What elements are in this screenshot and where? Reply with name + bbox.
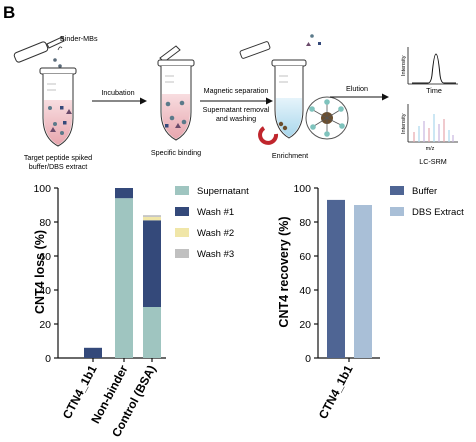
tube1-caption-line1: Target peptide spiked <box>24 153 92 162</box>
tube2-caption: Specific binding <box>151 148 201 157</box>
loss-bar-control-bsa-wash-1 <box>143 220 161 307</box>
binding-tube-icon <box>157 45 195 141</box>
panel-letter: B <box>3 3 15 22</box>
recovery-legend-label-buffer: Buffer <box>412 186 437 197</box>
recovery-bar-buffer <box>327 199 345 358</box>
loss-y-tick-label: 100 <box>33 183 51 195</box>
recovery-y-tick-label: 20 <box>299 319 311 331</box>
recovery-x-labels: CTN4_1b1 <box>316 363 356 422</box>
loss-legend-label-supernatant: Supernatant <box>197 186 249 197</box>
loss-y-tick-label: 20 <box>39 319 51 331</box>
recovery-bars <box>318 199 380 362</box>
loss-bar-non-binder-supernatant <box>115 198 133 358</box>
recovery-y-tick-label: 40 <box>299 285 311 297</box>
recovery-legend-label-dbs-extract: DBS Extract <box>412 207 464 218</box>
loss-y-tick-label: 60 <box>39 251 51 263</box>
recovery-y-axis: 0 20 40 60 80 100 <box>293 183 319 365</box>
loss-bars <box>58 188 166 362</box>
loss-bar-control-bsa-wash-2 <box>143 216 161 221</box>
chromatogram-xlabel: Time <box>426 86 442 95</box>
supernatant-label-line2: and washing <box>216 114 256 123</box>
loss-bar-control-bsa-supernatant <box>143 307 161 358</box>
elution-label: Elution <box>346 84 368 93</box>
recovery-axis-title: CNT4 recovery (%) <box>277 216 291 327</box>
loss-legend-swatch-wash-1 <box>175 207 189 216</box>
loss-bar-non-binder-wash-1 <box>115 188 133 199</box>
loss-legend-swatch-supernatant <box>175 186 189 195</box>
loss-legend-swatch-wash-3 <box>175 249 189 258</box>
tube1-caption-line2: buffer/DBS extract <box>29 162 88 171</box>
supernatant-label-line1: Supernatant removal <box>203 105 270 114</box>
sample-tube-icon <box>39 67 77 147</box>
loss-legend-swatch-wash-2 <box>175 228 189 237</box>
loss-bar-ctn4-1b1-wash-1 <box>84 347 102 358</box>
mass-spectrum-icon: Intensity m/z <box>401 104 458 152</box>
loss-y-tick-label: 80 <box>39 217 51 229</box>
loss-y-tick-label: 0 <box>45 353 51 365</box>
incubation-label: Incubation <box>101 88 134 97</box>
recovery-legend-swatch-buffer <box>390 186 404 195</box>
recovery-bar-dbs-extract <box>354 205 372 358</box>
loss-legend-label-wash-1: Wash #1 <box>197 207 234 218</box>
magnetic-label: Magnetic separation <box>204 86 269 95</box>
reagent-label: Binder-MBs <box>60 34 98 43</box>
loss-axis-title: CNT4 loss (%) <box>33 230 47 314</box>
tube3-caption: Enrichment <box>272 151 308 160</box>
spectrum-ylabel: Intensity <box>401 113 407 134</box>
recovery-y-tick-label: 0 <box>305 353 311 365</box>
recovery-legend-swatch-dbs-extract <box>390 207 404 216</box>
chromatogram-icon: Intensity Time <box>401 47 458 95</box>
spectrum-xlabel: m/z <box>426 146 435 152</box>
recovery-y-tick-label: 100 <box>293 183 311 195</box>
cnt4-loss-chart: CNT4 loss (%) 0 20 40 60 80 100 CTN4_1b1Non-b… <box>33 183 249 440</box>
reagent-vial-icon <box>13 36 65 73</box>
loss-legend-label-wash-3: Wash #3 <box>197 249 234 260</box>
recovery-y-tick-label: 80 <box>299 217 311 229</box>
loss-y-tick-label: 40 <box>39 285 51 297</box>
recovery-x-label-ctn4-1b1: CTN4_1b1 <box>316 363 356 422</box>
loss-legend-label-wash-2: Wash #2 <box>197 228 234 239</box>
loss-y-axis: 0 20 40 60 80 100 <box>33 183 59 365</box>
chromatogram-ylabel: Intensity <box>401 55 407 76</box>
enrichment-tube-icon <box>239 34 349 145</box>
ms-caption: LC-SRM <box>419 157 447 166</box>
loss-bar-control-bsa-wash-3 <box>143 215 161 217</box>
recovery-y-tick-label: 60 <box>299 251 311 263</box>
workflow-schematic: Binder-MBs Target peptide spiked buffer/… <box>13 34 458 171</box>
